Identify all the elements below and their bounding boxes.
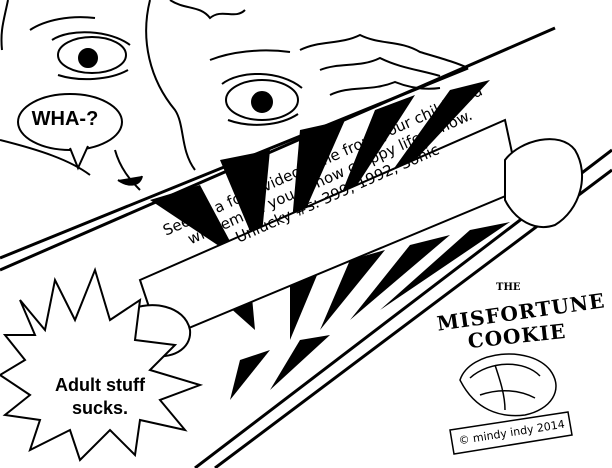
speech-bubble-wha (17, 93, 123, 171)
speech-adult-line-2: sucks. (71, 398, 129, 418)
credit-box (449, 411, 573, 455)
panel-face (0, 0, 469, 191)
speech-wha: WHA-? (31, 108, 99, 130)
speech-bubble-adult (0, 266, 204, 462)
speech-adult-line-1: Adult stuff (55, 375, 145, 395)
logo-the: THE (496, 282, 521, 293)
fortune-paper (127, 118, 584, 358)
fortune-cookie-drawing (459, 353, 557, 417)
speech-adult-stuff: Adult stuff sucks. (30, 374, 170, 420)
